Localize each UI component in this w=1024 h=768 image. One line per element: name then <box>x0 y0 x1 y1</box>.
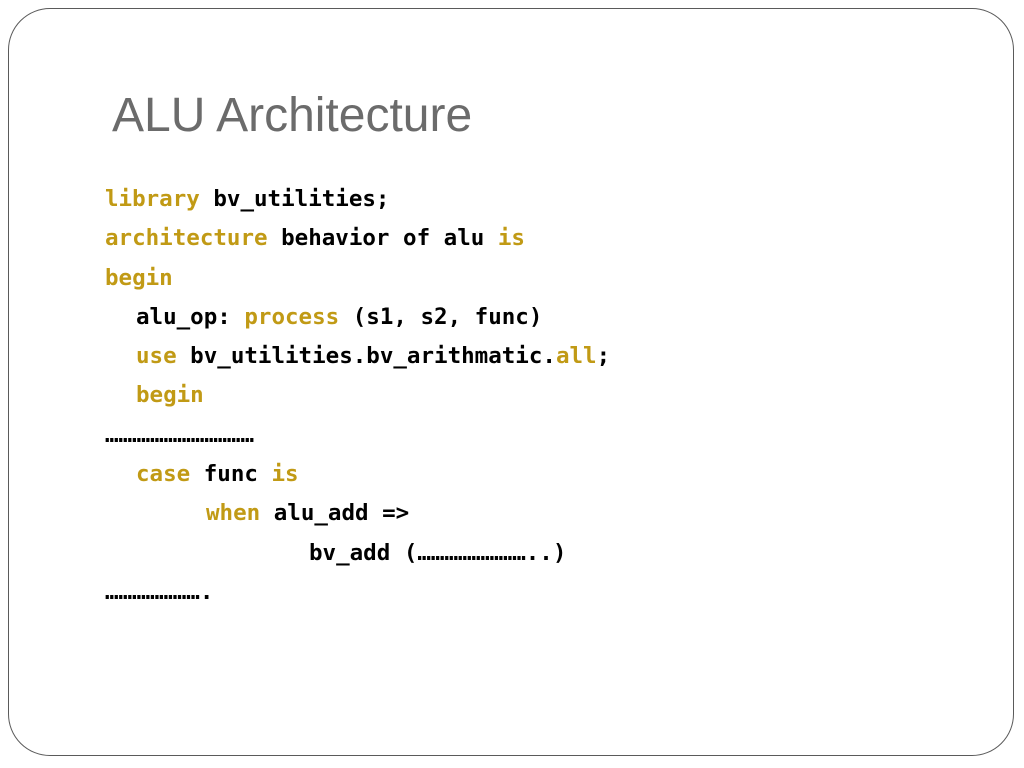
slide-title: ALU Architecture <box>112 89 473 142</box>
code-text: alu_op: <box>136 303 245 330</box>
slide-frame <box>8 8 1014 756</box>
code-line-5: use bv_utilities.bv_arithmatic.all; <box>105 337 985 376</box>
code-line-8: case func is <box>105 455 985 494</box>
code-line-3: begin <box>105 259 985 298</box>
code-text: bv_utilities; <box>199 186 390 212</box>
code-text: …………………. <box>105 578 214 605</box>
code-keyword: all <box>555 343 597 370</box>
code-keyword: is <box>271 461 299 488</box>
code-keyword: architecture <box>105 225 268 252</box>
code-keyword: begin <box>105 264 173 291</box>
code-text: bv_utilities.bv_arithmatic. <box>176 343 556 370</box>
code-keyword: case <box>136 461 191 488</box>
code-line-11: …………………. <box>105 573 985 612</box>
code-keyword: begin <box>136 382 204 409</box>
code-text: ; <box>596 343 611 370</box>
code-block: library bv_utilities; architecture behav… <box>105 180 985 612</box>
code-line-7: …………………………… <box>105 416 985 455</box>
code-keyword: library <box>105 186 200 212</box>
code-keyword: is <box>497 225 525 252</box>
code-line-10: bv_add (……………………..) <box>105 534 985 573</box>
code-keyword: process <box>244 303 340 330</box>
code-line-1: library bv_utilities; <box>105 180 985 219</box>
code-text: behavior of alu <box>267 225 498 252</box>
code-text: (s1, s2, func) <box>339 303 543 330</box>
code-text: func <box>190 461 272 488</box>
code-text: alu_add => <box>260 500 410 527</box>
code-line-6: begin <box>105 376 985 415</box>
code-line-2: architecture behavior of alu is <box>105 219 985 258</box>
code-line-9: when alu_add => <box>105 494 985 533</box>
code-keyword: when <box>206 500 261 527</box>
code-line-4: alu_op: process (s1, s2, func) <box>105 298 985 337</box>
code-keyword: use <box>136 343 177 370</box>
code-text: bv_add (……………………..) <box>309 539 567 566</box>
code-text: …………………………… <box>105 421 255 448</box>
